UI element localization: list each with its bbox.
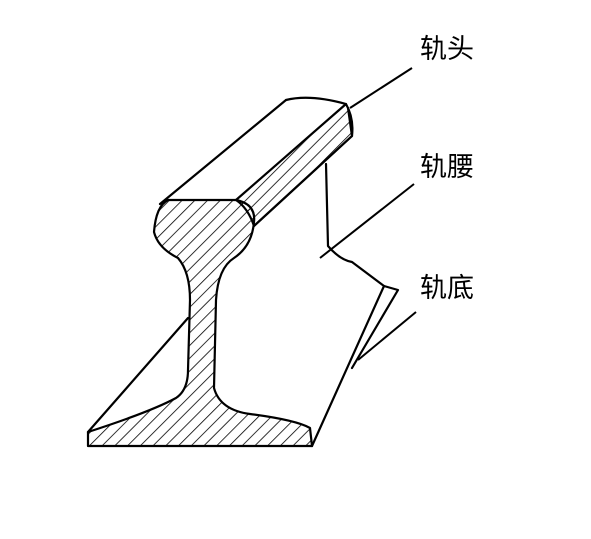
leader-line-head bbox=[349, 67, 413, 109]
label-rail-base: 轨底 bbox=[420, 273, 474, 304]
label-rail-head: 轨头 bbox=[420, 34, 474, 65]
head-top-back-curve bbox=[284, 96, 348, 106]
rail-front-cross-section bbox=[86, 198, 314, 448]
base-top-left-surface bbox=[86, 316, 190, 434]
head-side-hatched-band bbox=[234, 102, 354, 228]
base-right-edge bbox=[310, 284, 400, 448]
leader-line-web bbox=[319, 183, 415, 259]
head-top-left-edge bbox=[158, 98, 288, 206]
leader-line-base bbox=[357, 311, 417, 361]
label-rail-web: 轨腰 bbox=[420, 152, 474, 183]
web-right-surface bbox=[324, 162, 386, 288]
